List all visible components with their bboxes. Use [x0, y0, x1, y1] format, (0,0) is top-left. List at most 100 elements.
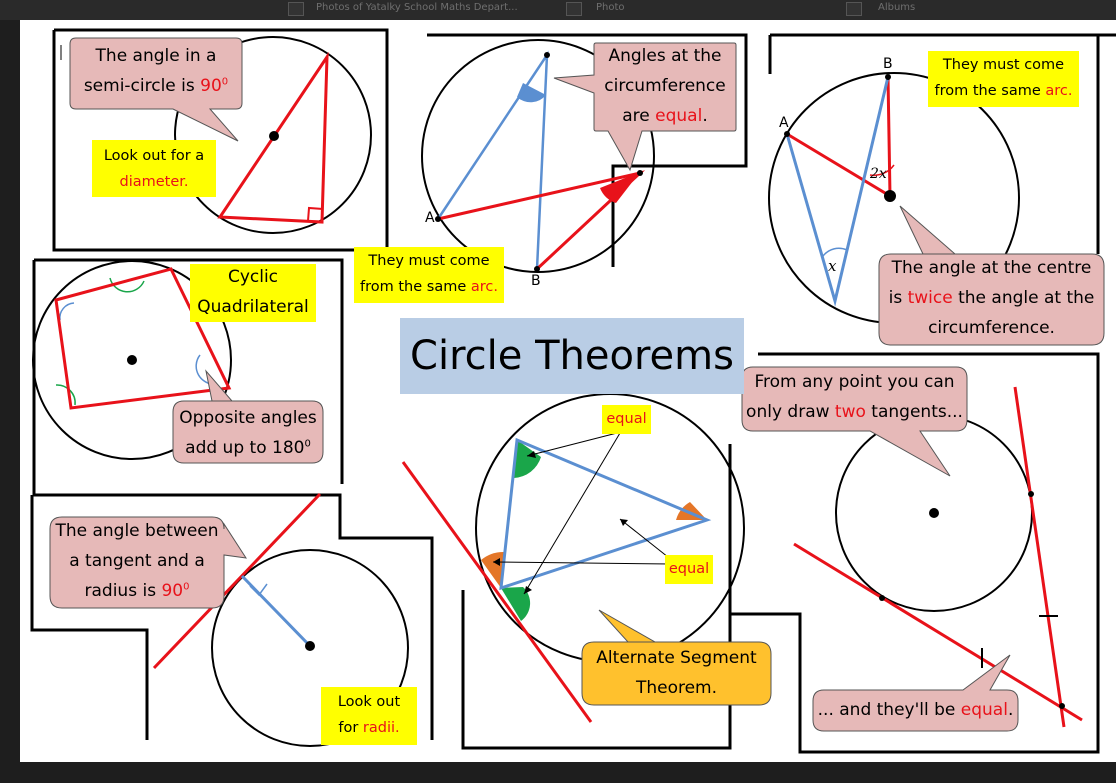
tangent-point-dot	[879, 595, 885, 601]
tangent-line	[401, 461, 593, 723]
callout-same-segment	[553, 42, 737, 172]
callout-cyclic	[172, 369, 324, 464]
arrows	[492, 432, 674, 595]
callout-equal-tangents	[812, 654, 1019, 732]
note-radii-hl: radii.	[362, 720, 400, 737]
same-segment-line-1: Angles at the	[608, 46, 722, 66]
semicircle-callout-text: The angle in a semi-circle is 900	[70, 42, 242, 102]
centre-line-1: The angle at the centre	[891, 258, 1092, 278]
same-segment-callout-text: Angles at the circumference are equal.	[594, 42, 736, 131]
note-same-arc-line-2: from the same arc.	[354, 274, 504, 300]
cyclic-line-1: Opposite angles	[179, 408, 317, 428]
note-same-arc: They must come from the same arc.	[354, 248, 504, 300]
note-diameter-line-1: Look out for a	[103, 148, 205, 164]
tangents-line-2-pre: only draw	[746, 401, 835, 422]
tangent-point-dot	[1028, 491, 1034, 497]
angle-label-x: x	[828, 257, 837, 275]
semicircle-line-1: The angle in a	[95, 46, 217, 66]
photo-icon[interactable]	[288, 2, 304, 16]
same-segment-equal: equal	[655, 105, 703, 126]
semicircle-line-2-text: semi-circle is	[83, 75, 201, 96]
tangent-circle	[211, 549, 409, 747]
point-b-dot	[885, 74, 891, 80]
same-segment-line-3-post: .	[702, 105, 708, 126]
same-segment-line-3: are equal.	[594, 102, 736, 132]
same-segment-line-3-pre: are	[622, 105, 656, 126]
note-radii-bg	[321, 687, 417, 745]
degree-sup: 0	[221, 76, 229, 88]
same-segment-line-2: circumference	[604, 75, 726, 96]
browser-bottom-bar	[0, 762, 1116, 783]
circle-theorems-poster: Circle Theorems The angle in a semi-circ…	[20, 20, 1116, 762]
centre-dot	[305, 641, 315, 651]
semicircle-circle	[174, 36, 372, 234]
note-equal-bottom-bg	[665, 555, 713, 584]
note-same-arc-bg	[928, 51, 1079, 107]
tangent-line	[1013, 386, 1066, 728]
callout-semicircle	[69, 37, 243, 142]
cyclic-circle	[32, 260, 232, 460]
semicircle-line-2: semi-circle is 900	[70, 72, 242, 102]
angle-mark-green	[109, 277, 145, 293]
tangents-line-1: From any point you can	[754, 372, 955, 392]
point-b-dot	[534, 266, 540, 272]
chords-blue-centre	[785, 76, 890, 307]
semicircle-value: 90	[200, 75, 222, 96]
note-cyclic-bg	[190, 264, 316, 322]
point-b-label: B	[531, 273, 541, 289]
tab-photo[interactable]: Photo	[596, 2, 625, 13]
albums-icon[interactable]	[846, 2, 862, 16]
centre-line-2-pre: is	[888, 287, 908, 308]
note-radii: Look out for radii.	[321, 689, 417, 741]
same-segment-circle	[421, 39, 655, 273]
degree-sup: 0	[304, 438, 311, 450]
point-top-dot	[544, 52, 550, 58]
tangent-line	[152, 492, 322, 670]
browser-top-bar: Photos of Yatalky School Maths Depart...…	[0, 0, 1116, 20]
tangent-radius-line-1: The angle between	[55, 521, 219, 541]
tangents-line-2: only draw two tangents...	[742, 398, 967, 428]
arrowheads	[493, 451, 628, 594]
note-radii-line-2: for radii.	[321, 715, 417, 741]
tangent-radius-line-2: a tangent and a	[69, 550, 205, 571]
angle-mark-green	[514, 440, 541, 478]
centre-dot	[884, 190, 896, 202]
tangent-line	[793, 542, 1083, 722]
tab-photos-album[interactable]: Photos of Yatalky School Maths Depart...	[316, 2, 518, 13]
note-radii-line-1: Look out	[337, 694, 401, 710]
point-a-dot	[435, 216, 441, 222]
point-right-dot	[637, 170, 643, 176]
angle-mark-centre	[869, 164, 895, 177]
note-centre-line-2-pre: from the same	[934, 83, 1046, 100]
angle-mark-blue	[59, 302, 75, 321]
page-title: Circle Theorems	[400, 318, 744, 394]
equal-tangents-hl: equal	[960, 700, 1008, 720]
tangents-callout-text: From any point you can only draw two tan…	[742, 368, 967, 428]
note-same-arc-line-1: They must come	[368, 253, 490, 269]
degree-sup: 0	[183, 580, 190, 592]
angle-mark-circumference	[822, 247, 848, 257]
centre-line-2: is twice the angle at the	[879, 284, 1104, 314]
right-angle-mark	[307, 206, 324, 222]
tangent-radius-value: 90	[161, 580, 184, 601]
centre-dot	[269, 131, 279, 141]
note-diameter-bg	[92, 140, 216, 197]
note-centre-hl: arc.	[1045, 83, 1073, 100]
cyclic-label-2: Quadrilateral	[197, 296, 309, 317]
note-diameter-line-2: diameter.	[119, 174, 189, 191]
equal-tangents-callout-text: ... and they'll be equal.	[813, 690, 1018, 731]
centre-dot	[929, 508, 939, 518]
tangents-two: two	[834, 401, 866, 422]
tangent-radius-callout-text: The angle between a tangent and a radius…	[50, 517, 224, 606]
photo-icon[interactable]	[566, 2, 582, 16]
centre-line-3: circumference.	[928, 317, 1055, 338]
note-diameter: Look out for a diameter.	[92, 143, 216, 195]
point-b-label: B	[883, 56, 893, 72]
tangent-radius-line-3: radius is 900	[50, 577, 224, 607]
note-radii-line-2-pre: for	[338, 720, 363, 737]
external-point-dot	[1059, 703, 1065, 709]
angle-mark-green	[501, 587, 531, 621]
note-centre-same-arc: They must come from the same arc.	[928, 52, 1079, 104]
tab-albums[interactable]: Albums	[878, 2, 916, 13]
alternate-line-1: Alternate Segment	[596, 648, 757, 668]
